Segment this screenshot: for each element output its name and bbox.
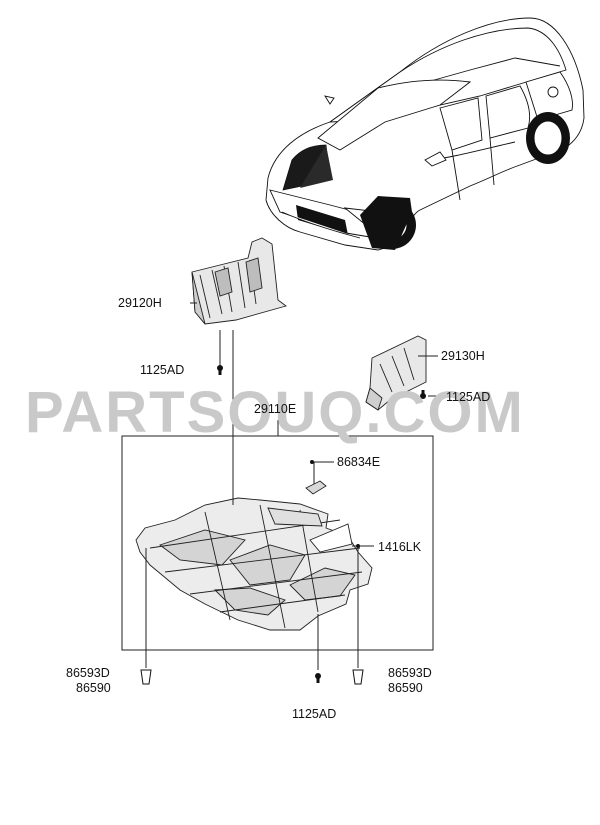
pad-part bbox=[309, 523, 353, 553]
callout-top-left-bolt: 1125AD bbox=[140, 363, 184, 377]
callout-right-fastener-2: 86590 bbox=[388, 681, 423, 695]
watermark: PARTSOUQ.COM bbox=[25, 380, 525, 445]
callout-bottom-bolt: 1125AD bbox=[292, 707, 336, 721]
callout-29130h: 29130H bbox=[441, 349, 485, 363]
callout-1416lk: 1416LK bbox=[378, 540, 422, 554]
bolt-icon bbox=[315, 673, 321, 683]
left-side-cover-part bbox=[191, 237, 287, 325]
clip-part bbox=[305, 480, 327, 495]
fastener-icon bbox=[140, 669, 152, 685]
callout-left-fastener-1: 86593D bbox=[66, 666, 110, 680]
callout-right-bolt: 1125AD bbox=[446, 390, 490, 404]
callout-left-fastener-2: 86590 bbox=[76, 681, 111, 695]
callout-86834e: 86834E bbox=[337, 455, 380, 469]
undercover-assembly-part bbox=[135, 497, 373, 631]
callout-29110e: 29110E bbox=[254, 402, 296, 416]
right-side-cover-part bbox=[365, 335, 427, 411]
vehicle-illustration bbox=[265, 17, 585, 251]
clip-dot-icon bbox=[310, 460, 314, 464]
pad-dot-icon bbox=[356, 544, 360, 548]
bolt-icon bbox=[217, 365, 223, 375]
callout-right-fastener-1: 86593D bbox=[388, 666, 432, 680]
callout-29120h: 29120H bbox=[118, 296, 162, 310]
fastener-icon bbox=[352, 669, 364, 685]
bolt-icon bbox=[420, 390, 426, 399]
